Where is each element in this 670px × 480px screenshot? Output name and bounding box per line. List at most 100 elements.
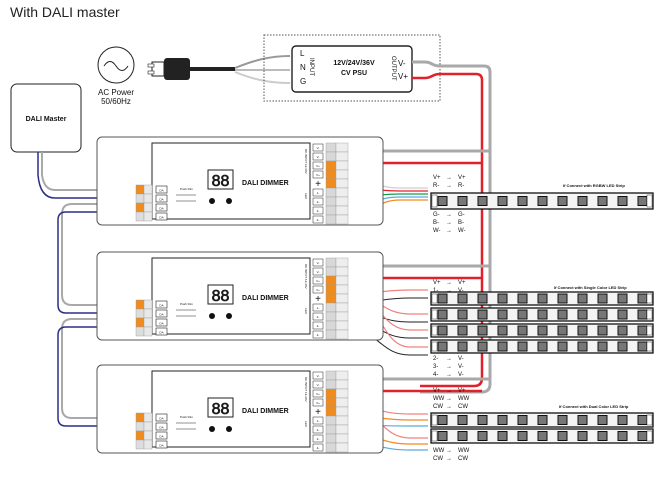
led-chip	[437, 293, 448, 304]
led-chip	[617, 341, 628, 352]
dali-terminal	[135, 211, 145, 222]
single-mapping-from: 3-	[433, 364, 438, 370]
power-terminal-screw	[335, 187, 349, 198]
dali-terminal	[135, 308, 145, 319]
psu-output-label: OUTPUT	[390, 56, 396, 81]
dali-bus-wire	[61, 318, 136, 419]
terminal-label-box	[312, 170, 324, 179]
dali-terminal-screw	[143, 211, 153, 222]
rgbw-mapping-to: V+	[458, 175, 466, 181]
single-mapping-arrow-icon: →	[446, 364, 452, 370]
led-label: LED	[304, 308, 308, 315]
single-caption: If Connect with Single Color LED Strip	[554, 285, 627, 290]
plug-icon	[147, 58, 235, 80]
led-chip	[637, 196, 648, 206]
dali-terminal-label: DA	[159, 304, 163, 308]
led-chip	[477, 309, 488, 320]
led-chip	[517, 325, 528, 336]
psu-terminal-l: L	[300, 49, 305, 58]
dual-mapping-to: WW	[458, 448, 470, 454]
dali-terminal-label: DA	[159, 313, 163, 317]
power-terminal-screw	[335, 196, 349, 207]
led-strip	[430, 192, 654, 210]
dali-terminal-label-box	[155, 422, 168, 431]
led-chip	[557, 196, 568, 206]
rgbw-mapping-from: W-	[433, 228, 441, 234]
terminal-label-box	[312, 258, 324, 267]
terminal-label: 1-	[317, 306, 320, 310]
dual-mapping-arrow-icon: →	[446, 396, 452, 402]
led-chip	[497, 309, 508, 320]
power-terminal	[325, 415, 337, 426]
power-terminal	[325, 187, 337, 198]
dual-mapping-from: WW	[433, 396, 445, 402]
strip-pad	[431, 309, 438, 320]
power-terminal	[325, 388, 337, 399]
rgbw-mapping-to: G-	[458, 212, 465, 218]
terminal-label: 3-	[317, 324, 320, 328]
terminal-label-box	[312, 330, 324, 339]
dali-terminal	[135, 317, 145, 328]
single-mapping-from: 2-	[433, 356, 438, 362]
led-chip	[637, 293, 648, 304]
seven-segment-display	[207, 169, 234, 190]
power-terminal	[325, 379, 337, 390]
led-chip	[557, 293, 568, 304]
dali-terminal-label: DA	[159, 207, 163, 211]
power-terminal	[325, 169, 337, 180]
led-strips	[430, 192, 654, 444]
psu-vplus-wire	[412, 72, 484, 388]
terminal-label-box	[312, 425, 324, 434]
dali-bus-wire	[57, 211, 136, 314]
led-chip	[617, 196, 628, 206]
single-mapping-from: 1-	[433, 288, 438, 294]
led-chip	[457, 415, 468, 425]
dali-terminal-screw	[143, 193, 153, 204]
dali-terminal-label: DA	[159, 444, 163, 448]
terminal-label: V-	[317, 146, 320, 150]
single-mapping-arrow-icon: →	[446, 372, 452, 378]
terminal-label: V+	[316, 401, 320, 405]
dali-bus-wire	[41, 152, 136, 191]
terminal-label: 4-	[317, 333, 320, 337]
terminal-label-box	[312, 434, 324, 443]
single-mapping-arrow-icon: →	[446, 288, 452, 294]
rgbw-mapping-to: R-	[458, 183, 464, 189]
dali-terminal-screw	[143, 430, 153, 441]
led-chip	[517, 415, 528, 425]
led-chip	[437, 309, 448, 320]
power-terminal-screw	[335, 388, 349, 399]
led-chip	[457, 293, 468, 304]
terminal-label: 2-	[317, 200, 320, 204]
power-terminal-screw	[335, 415, 349, 426]
power-terminal-screw	[335, 370, 349, 381]
ac-power-label: AC Power	[98, 88, 134, 97]
power-terminal	[325, 275, 337, 286]
power-terminal-screw	[335, 329, 349, 340]
terminal-label: 3-	[317, 209, 320, 213]
power-terminal-screw	[335, 142, 349, 153]
led-chip	[437, 196, 448, 206]
psu-terminal-vminus: V-	[398, 59, 406, 68]
led-chip	[477, 196, 488, 206]
led-strip	[430, 412, 654, 428]
dual-mapping-arrow-icon: →	[446, 388, 452, 394]
dali-terminal	[135, 202, 145, 213]
led-chip	[437, 341, 448, 352]
power-terminal	[325, 442, 337, 453]
strip-pad	[431, 430, 438, 442]
psu-terminal-g: G	[300, 77, 306, 86]
strip-pad	[646, 341, 653, 352]
sine-wave-icon	[97, 46, 135, 84]
led-chip	[597, 415, 608, 425]
power-terminal	[325, 406, 337, 417]
dali-terminal-label-box	[155, 431, 168, 440]
led-label: LED	[304, 193, 308, 200]
power-terminal-screw	[335, 293, 349, 304]
dc-input-label: DC INPUT 12-36V	[304, 264, 308, 289]
power-terminal	[325, 293, 337, 304]
single-mapping-arrow-icon: →	[446, 356, 452, 362]
power-terminal-screw	[335, 178, 349, 189]
led-chip	[577, 325, 588, 336]
